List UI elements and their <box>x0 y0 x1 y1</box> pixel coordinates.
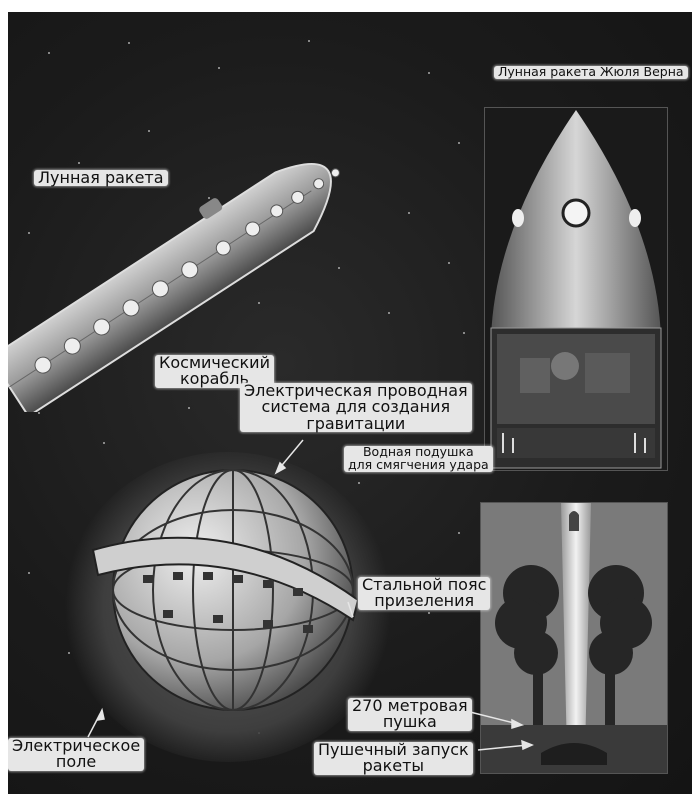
illustration-canvas: Лунная ракета Лунная ракета Жюля Верна К… <box>8 12 692 794</box>
moon-rocket-illustration <box>8 163 340 412</box>
water-cushion-label: Водная подушка для смягчения удара <box>344 445 493 472</box>
moon-rocket-label: Лунная ракета <box>34 169 168 187</box>
annotation-arrows <box>87 439 534 751</box>
cannon-launch-label: Пушечный запуск ракеты <box>314 741 473 775</box>
verne-rocket-illustration <box>490 110 662 469</box>
spaceship-label: Космический корабль <box>155 354 274 388</box>
verne-rocket-panel <box>484 107 668 471</box>
cannon-launch-panel <box>480 502 668 774</box>
verne-rocket-label: Лунная ракета Жюля Верна <box>494 65 688 79</box>
gravity-wiring-label: Электрическая проводная система для созд… <box>240 382 472 432</box>
electric-field-label: Электрическое поле <box>8 737 145 771</box>
cannon-label: 270 метровая пушка <box>348 697 472 731</box>
cannon-illustration <box>481 503 667 773</box>
space-sphere-illustration <box>91 469 360 711</box>
steel-belt-label: Стальной пояс призеления <box>358 576 491 610</box>
